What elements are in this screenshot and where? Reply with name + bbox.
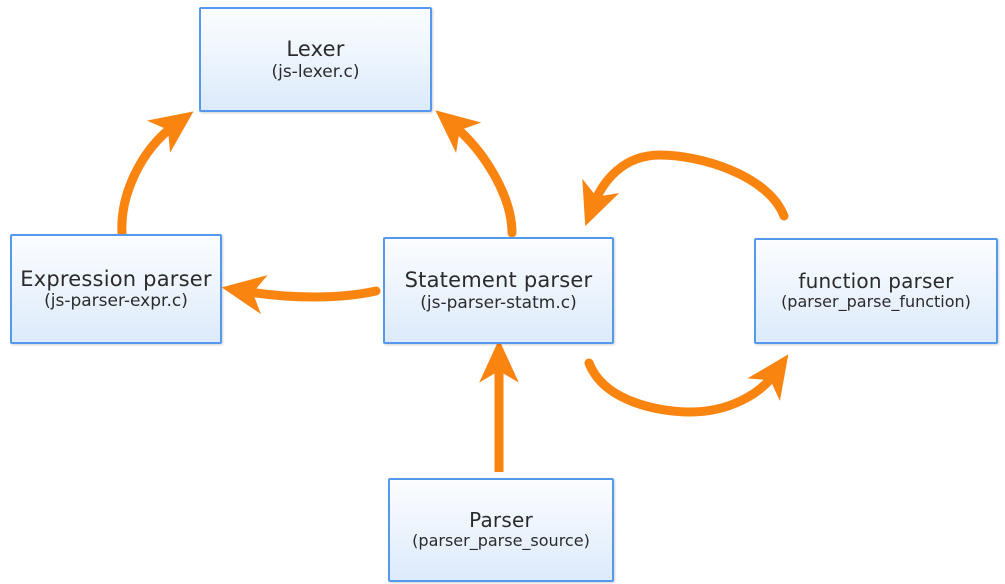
node-expression-parser-title: Expression parser: [20, 266, 212, 291]
node-function-parser-title: function parser: [798, 268, 954, 293]
node-statement-parser-title: Statement parser: [404, 268, 593, 293]
node-lexer-title: Lexer: [286, 37, 345, 62]
node-parser[interactable]: Parser (parser_parse_source): [388, 478, 614, 582]
node-parser-subtitle: (parser_parse_source): [412, 531, 590, 551]
edge-statement-to-function: [584, 354, 789, 417]
node-statement-parser[interactable]: Statement parser (js-parser-statm.c): [383, 237, 614, 344]
edge-statement-to-expression: [221, 275, 381, 315]
node-statement-parser-subtitle: (js-parser-statm.c): [420, 292, 577, 313]
edge-function-to-statement: [582, 150, 789, 227]
edge-statement-to-lexer: [435, 110, 517, 238]
edge-expression-to-lexer: [117, 111, 194, 238]
node-function-parser-subtitle: (parser_parse_function): [781, 292, 971, 312]
node-lexer-subtitle: (js-lexer.c): [271, 61, 360, 82]
node-expression-parser[interactable]: Expression parser (js-parser-expr.c): [10, 234, 222, 344]
node-parser-title: Parser: [469, 507, 533, 532]
node-lexer[interactable]: Lexer (js-lexer.c): [199, 7, 432, 112]
node-function-parser[interactable]: function parser (parser_parse_function): [754, 238, 998, 344]
node-expression-parser-subtitle: (js-parser-expr.c): [44, 291, 188, 312]
